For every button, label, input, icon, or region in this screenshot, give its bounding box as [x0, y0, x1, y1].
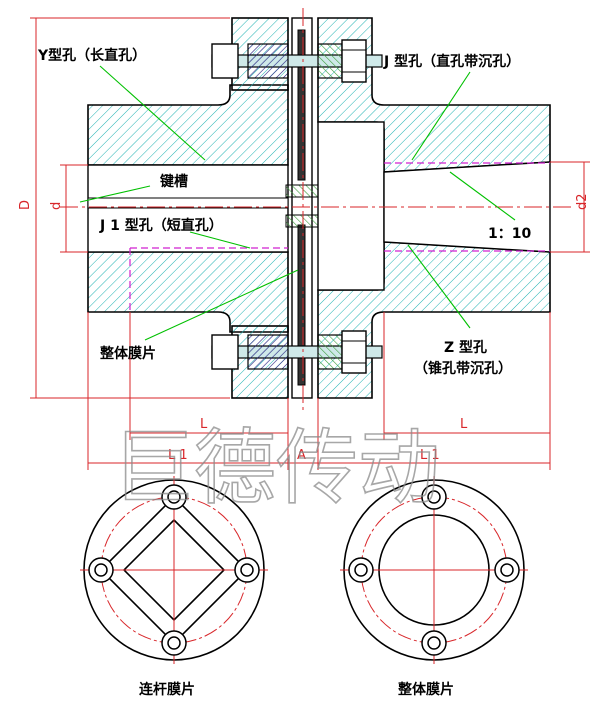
keyway	[87, 197, 289, 209]
left-hub-upper	[87, 84, 289, 166]
label-j-hole: J 型孔（直孔带沉孔）	[383, 53, 520, 70]
caption-whole-diaphragm: 整体膜片	[397, 681, 454, 698]
bolt-top	[211, 39, 383, 83]
spacer-block	[285, 184, 319, 198]
dim-D: D	[18, 200, 33, 210]
dim-L-right: L	[460, 417, 468, 432]
right-hub-counterbore	[317, 121, 385, 291]
diaphragm-strip-bottom	[297, 224, 306, 386]
label-y-hole: Y型孔（长直孔）	[37, 47, 146, 64]
label-z-hole: Z 型孔	[444, 339, 487, 356]
dim-L1-right: L 1	[420, 448, 440, 463]
dim-L1-left: L 1	[168, 448, 188, 463]
diaphragm-pack-top	[291, 17, 313, 399]
label-j1-hole: J 1 型孔（短直孔）	[99, 217, 223, 234]
caption-link-diaphragm: 连杆膜片	[139, 681, 195, 698]
leader-lines	[79, 65, 516, 341]
dim-d: d	[49, 202, 64, 210]
dim-L-left: L	[200, 417, 208, 432]
bolt-bottom	[211, 330, 383, 374]
label-z-hole-sub: （锥孔带沉孔）	[414, 360, 512, 377]
end-view-whole-diaphragm	[340, 476, 528, 664]
dimensions	[30, 17, 590, 470]
section-view	[60, 8, 575, 410]
end-view-link-diaphragm	[80, 476, 268, 664]
dim-A: A	[297, 448, 306, 463]
label-taper: 1：10	[488, 226, 531, 242]
dim-d2: d2	[575, 193, 590, 210]
watermark: 巨德传动	[112, 421, 440, 516]
label-diaphragm-whole: 整体膜片	[99, 345, 156, 362]
spacer-block-2	[285, 214, 319, 228]
label-keyway: 键槽	[159, 173, 188, 190]
diaphragm-strip-top	[297, 29, 306, 181]
